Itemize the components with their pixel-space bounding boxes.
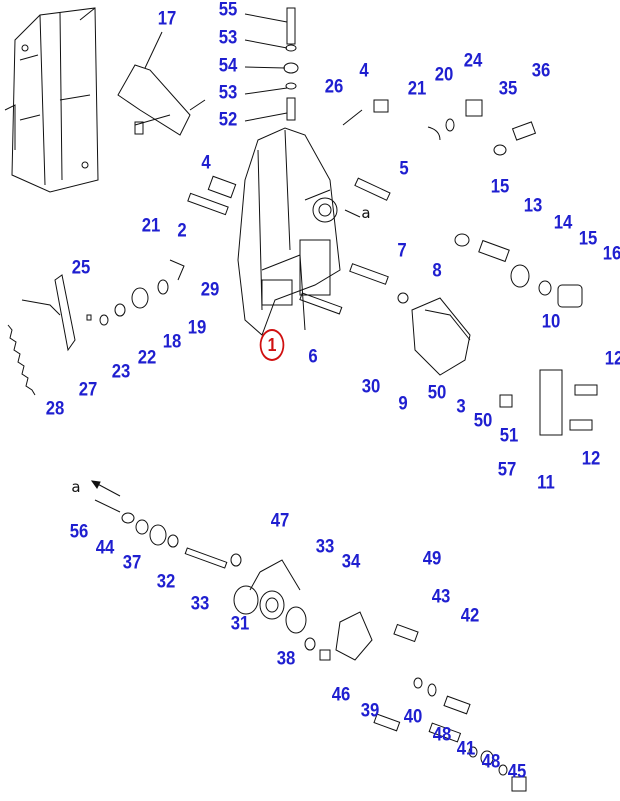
reference-mark-a: a: [71, 478, 81, 496]
callout-part-7[interactable]: 7: [397, 240, 407, 262]
callout-part-49[interactable]: 49: [422, 548, 442, 570]
callout-part-50[interactable]: 50: [427, 382, 447, 404]
callout-part-22[interactable]: 22: [137, 347, 157, 369]
callout-part-43[interactable]: 43: [431, 586, 451, 608]
callout-part-48[interactable]: 48: [481, 751, 501, 773]
callout-part-4[interactable]: 4: [201, 152, 211, 174]
callout-part-10[interactable]: 10: [541, 311, 561, 333]
callout-part-1-highlighted[interactable]: 1: [259, 329, 285, 361]
callout-part-27[interactable]: 27: [78, 379, 98, 401]
callout-part-56[interactable]: 56: [69, 521, 89, 543]
callout-part-13[interactable]: 13: [523, 195, 543, 217]
callout-part-19[interactable]: 19: [187, 317, 207, 339]
callout-part-32[interactable]: 32: [156, 571, 176, 593]
callout-part-31[interactable]: 31: [230, 613, 250, 635]
callout-part-45[interactable]: 45: [507, 761, 527, 783]
callout-part-21[interactable]: 21: [407, 78, 427, 100]
callout-part-9[interactable]: 9: [398, 393, 408, 415]
lever-27: [7, 274, 76, 396]
callout-part-16[interactable]: 16: [602, 243, 620, 265]
transmission-case: [4, 7, 99, 193]
small-parts: [86, 99, 583, 326]
callout-part-44[interactable]: 44: [95, 537, 115, 559]
callout-part-12[interactable]: 12: [581, 448, 601, 470]
callout-part-35[interactable]: 35: [498, 78, 518, 100]
callout-part-36[interactable]: 36: [531, 60, 551, 82]
callout-part-55[interactable]: 55: [218, 0, 238, 21]
callout-part-39[interactable]: 39: [360, 700, 380, 722]
callout-part-3[interactable]: 3: [456, 396, 466, 418]
callout-part-50[interactable]: 50: [473, 410, 493, 432]
callout-part-29[interactable]: 29: [200, 279, 220, 301]
reference-mark-a: a: [361, 204, 371, 222]
callout-part-6[interactable]: 6: [308, 346, 318, 368]
callout-part-14[interactable]: 14: [553, 212, 573, 234]
callout-part-15[interactable]: 15: [490, 176, 510, 198]
callout-part-42[interactable]: 42: [460, 605, 480, 627]
callout-part-20[interactable]: 20: [434, 64, 454, 86]
callout-part-5[interactable]: 5: [399, 158, 409, 180]
callout-part-28[interactable]: 28: [45, 398, 65, 420]
callout-part-47[interactable]: 47: [270, 510, 290, 532]
callout-part-24[interactable]: 24: [463, 50, 483, 72]
callout-part-33[interactable]: 33: [315, 536, 335, 558]
callout-part-2[interactable]: 2: [177, 220, 187, 242]
valve-body: [237, 127, 341, 336]
bolt-stack: [244, 7, 299, 122]
callout-part-51[interactable]: 51: [499, 425, 519, 447]
callout-part-53[interactable]: 53: [218, 82, 238, 104]
callout-part-52[interactable]: 52: [218, 109, 238, 131]
lever-17: [117, 31, 206, 136]
callout-part-34[interactable]: 34: [341, 551, 361, 573]
callout-part-8[interactable]: 8: [432, 260, 442, 282]
callout-part-54[interactable]: 54: [218, 55, 238, 77]
callout-part-48[interactable]: 48: [432, 724, 452, 746]
callout-part-23[interactable]: 23: [111, 361, 131, 383]
callout-part-30[interactable]: 30: [361, 376, 381, 398]
callout-part-4[interactable]: 4: [359, 60, 369, 82]
callout-part-11[interactable]: 11: [537, 472, 555, 494]
callout-part-15[interactable]: 15: [578, 228, 598, 250]
callout-part-26[interactable]: 26: [324, 76, 344, 98]
callout-part-21[interactable]: 21: [141, 215, 161, 237]
cover-30: [411, 297, 598, 436]
callout-part-12[interactable]: 12: [604, 348, 620, 370]
callout-part-37[interactable]: 37: [122, 552, 142, 574]
callout-part-25[interactable]: 25: [71, 257, 91, 279]
lower-valve-assembly: [94, 499, 527, 792]
callout-part-17[interactable]: 17: [157, 8, 177, 30]
callout-part-57[interactable]: 57: [497, 459, 517, 481]
callout-part-38[interactable]: 38: [276, 648, 296, 670]
callout-part-46[interactable]: 46: [331, 684, 351, 706]
callout-part-18[interactable]: 18: [162, 331, 182, 353]
callout-part-40[interactable]: 40: [403, 706, 423, 728]
callout-part-53[interactable]: 53: [218, 27, 238, 49]
reference-arrow: [90, 209, 361, 497]
callout-part-33[interactable]: 33: [190, 593, 210, 615]
callout-part-41[interactable]: 41: [456, 738, 476, 760]
